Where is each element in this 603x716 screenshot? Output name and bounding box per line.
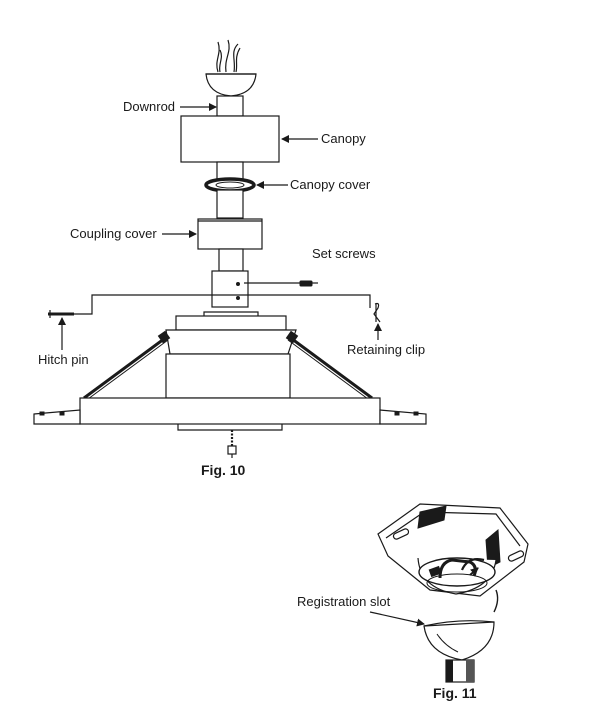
fan-base [79,397,381,425]
coupling-cover [197,218,263,250]
label-coupling-cover: Coupling cover [70,226,157,241]
downrod [216,95,244,117]
hanger-ball-fig11 [423,620,495,683]
label-retaining-clip: Retaining clip [347,342,425,357]
motor-housing [165,353,291,399]
label-registration-slot: Registration slot [297,594,391,609]
label-downrod: Downrod [123,99,175,114]
label-canopy-cover: Canopy cover [290,177,371,192]
hitch-pin-icon [48,310,74,318]
label-hitch-pin: Hitch pin [38,352,89,367]
retaining-clip-icon [373,302,381,323]
label-set-screws: Set screws [312,246,376,261]
hanger-ball [205,73,257,97]
wires-icon [216,39,241,73]
pull-chain-icon [227,430,237,458]
caption-fig-11: Fig. 11 [433,685,477,701]
set-screw-icon [299,280,318,287]
motor-top-ring [175,315,287,331]
support-arms [83,330,373,400]
motor-coupling [211,270,249,308]
canopy-cover [204,177,256,193]
canopy [180,115,280,163]
label-canopy: Canopy [321,131,366,146]
figure-11: Registration slot Fig. 11 [297,503,529,701]
mounting-bracket [377,503,529,613]
figure-10: Downrod Canopy Canopy cover Coupling cov… [33,39,427,478]
caption-fig-10: Fig. 10 [201,462,246,478]
